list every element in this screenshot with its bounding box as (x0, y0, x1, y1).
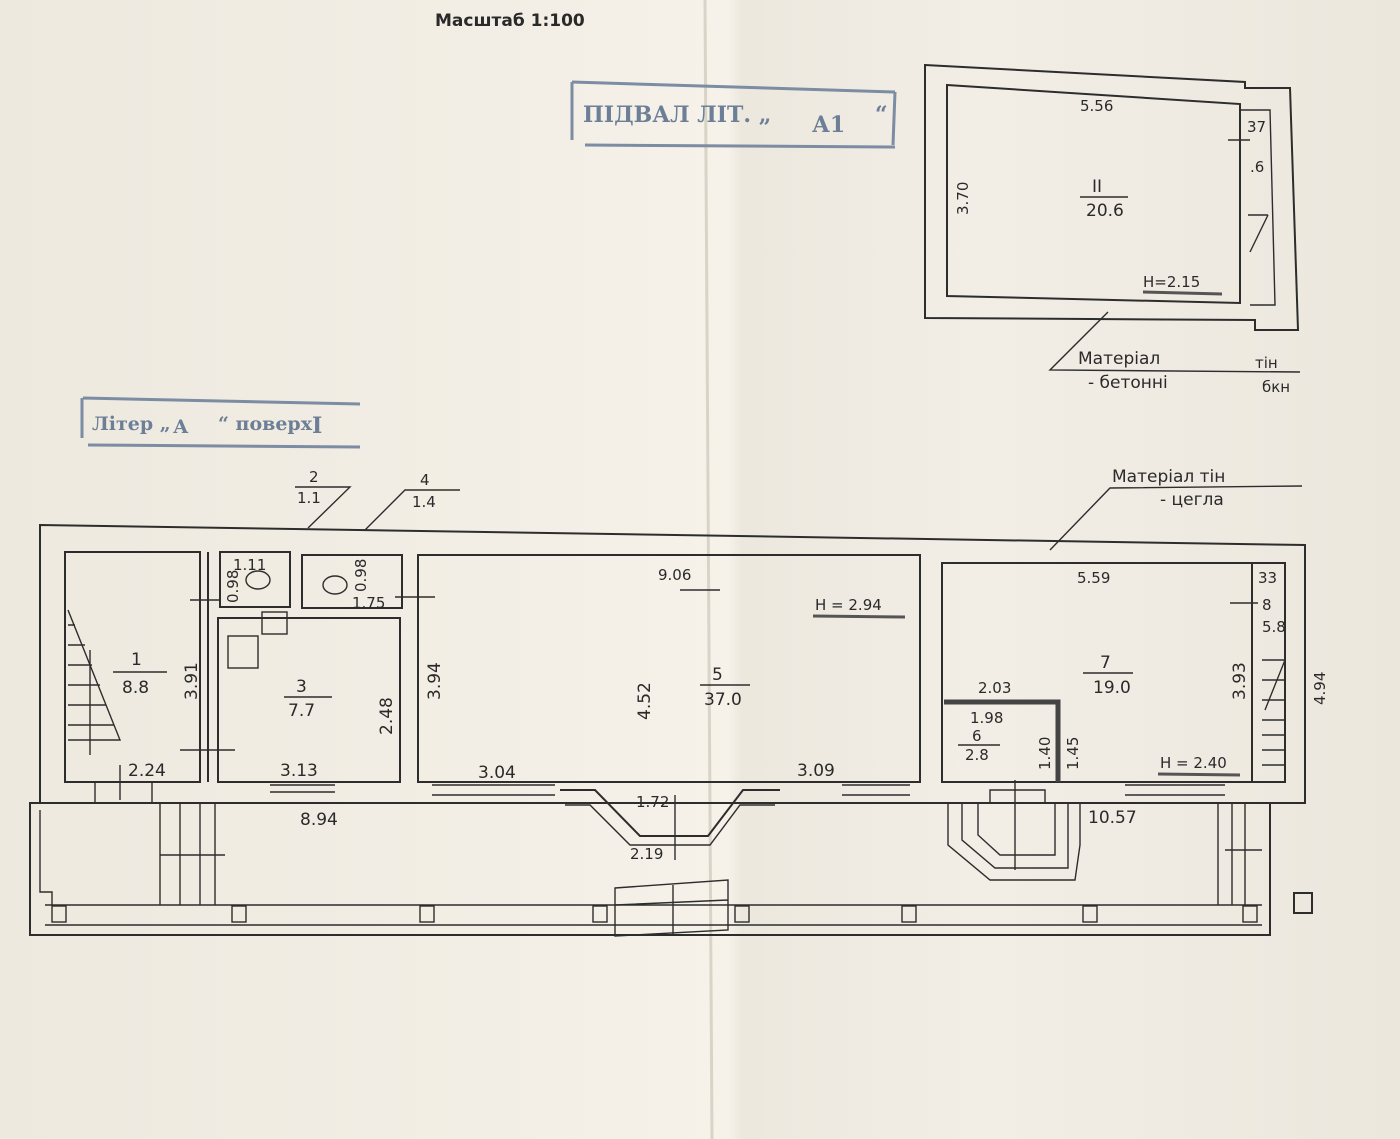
svg-text:4.94: 4.94 (1311, 672, 1329, 705)
svg-text:8.94: 8.94 (300, 810, 338, 830)
basement-material-label: Матеріал (1078, 349, 1160, 369)
room-7-area: 19.0 (1093, 678, 1131, 698)
room-3-area: 7.7 (288, 701, 315, 721)
svg-text:1.11: 1.11 (233, 556, 266, 574)
room-1-area: 8.8 (122, 678, 149, 698)
paper-fold (703, 0, 714, 1139)
dim-bay-inner: 1.72 (636, 793, 669, 811)
basement-plan: 5.56 3.70 II 20.6 H=2.15 37 .6 Матеріал … (924, 63, 1301, 396)
svg-text:4: 4 (420, 471, 430, 489)
svg-text:2: 2 (309, 468, 319, 486)
svg-text:33: 33 (1258, 569, 1277, 587)
room-6-area: 2.8 (965, 746, 989, 764)
svg-text:8: 8 (1262, 596, 1272, 614)
svg-text:бкн: бкн (1262, 378, 1290, 396)
svg-text:Літер „: Літер „ (92, 413, 171, 435)
dim-bay-outer: 2.19 (630, 845, 663, 863)
svg-text:3.04: 3.04 (478, 763, 516, 783)
svg-text:10.57: 10.57 (1088, 808, 1137, 828)
basement-ceiling: H=2.15 (1143, 273, 1200, 291)
svg-text:3.09: 3.09 (797, 761, 835, 781)
svg-text:1.40: 1.40 (1036, 737, 1054, 770)
svg-text:H = 2.94: H = 2.94 (815, 596, 882, 614)
svg-text:- цегла: - цегла (1160, 490, 1224, 510)
svg-text:1.1: 1.1 (297, 489, 321, 507)
svg-text:2.03: 2.03 (978, 679, 1011, 697)
svg-text:0.98: 0.98 (224, 570, 242, 603)
svg-text:1.4: 1.4 (412, 493, 436, 511)
svg-text:А: А (173, 416, 189, 438)
svg-text:А1: А1 (812, 112, 845, 138)
svg-text:3: 3 (296, 677, 307, 697)
svg-text:7: 7 (1100, 653, 1111, 673)
svg-text:1.45: 1.45 (1064, 737, 1082, 770)
svg-text:3.13: 3.13 (280, 761, 318, 781)
svg-text:- бетонні: - бетонні (1088, 373, 1168, 393)
svg-text:.6: .6 (1250, 158, 1264, 176)
svg-text:I: I (312, 413, 322, 439)
svg-text:“ поверх: “ поверх (218, 413, 313, 435)
svg-text:1: 1 (131, 650, 142, 670)
svg-text:3.94: 3.94 (425, 662, 445, 700)
svg-text:3.93: 3.93 (1230, 662, 1250, 700)
basement-room-number: II (1092, 177, 1102, 197)
svg-text:37: 37 (1247, 118, 1266, 136)
svg-text:3.91: 3.91 (182, 662, 202, 700)
floor-stamp: Літер „ А “ поверх I (80, 396, 361, 449)
svg-text:1.98: 1.98 (970, 709, 1003, 727)
svg-text:ПІДВАЛ ЛІТ. „: ПІДВАЛ ЛІТ. „ (583, 102, 771, 128)
svg-text:0.98: 0.98 (352, 559, 370, 592)
floor-material-label: Матеріал тін (1112, 467, 1225, 487)
room-8-area: 5.8 (1262, 618, 1286, 636)
ground-floor-plan: 2 1.1 4 1.4 Матеріал тін - цегла 1.72 2.… (29, 467, 1329, 937)
svg-text:1.75: 1.75 (352, 594, 385, 612)
svg-text:2.48: 2.48 (377, 697, 397, 735)
svg-text:4.52: 4.52 (635, 682, 655, 720)
basement-room-area: 20.6 (1086, 201, 1124, 221)
svg-text:6: 6 (972, 727, 982, 745)
svg-text:2.24: 2.24 (128, 761, 166, 781)
svg-text:H = 2.40: H = 2.40 (1160, 754, 1227, 772)
basement-stamp: ПІДВАЛ ЛІТ. „ А1 “ (570, 80, 897, 149)
basement-height-dim: 3.70 (954, 182, 972, 215)
svg-text:тін: тін (1255, 354, 1278, 372)
svg-text:“: “ (875, 102, 888, 128)
room-5-area: 37.0 (704, 690, 742, 710)
basement-width: 5.56 (1080, 97, 1113, 115)
scale-title: Масштаб 1:100 (435, 11, 585, 31)
svg-text:5: 5 (712, 665, 723, 685)
svg-text:9.06: 9.06 (658, 566, 691, 584)
svg-text:5.59: 5.59 (1077, 569, 1110, 587)
